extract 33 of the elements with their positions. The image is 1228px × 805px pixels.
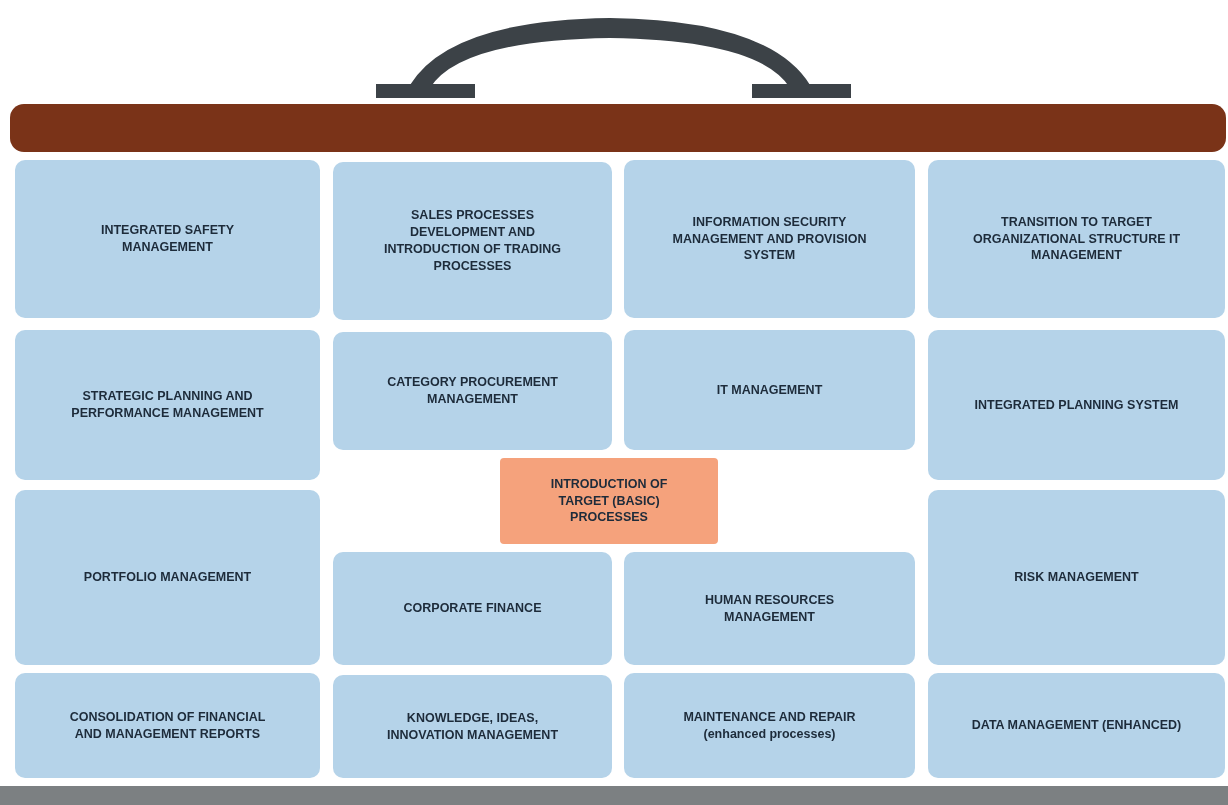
box-label: CATEGORY PROCUREMENT MANAGEMENT [386,374,559,408]
process-box [624,160,915,318]
box-label: CORPORATE FINANCE [403,600,542,617]
box-label: STRATEGIC PLANNING AND PERFORMANCE MANAGEMENT [70,388,265,422]
process-box [928,673,1225,778]
process-box [333,332,612,450]
box-label: SALES PROCESSES DEVELOPMENT AND INTRODUCTION OF TRADING PROCESSES [382,207,563,275]
box-label: IT MANAGEMENT [716,381,823,399]
box-label: RISK MANAGEMENT [1014,569,1139,586]
box-label: MAINTENANCE AND REPAIR (enhanced processes) [682,708,857,743]
process-box [624,552,915,665]
process-box [928,330,1225,480]
box-label: HUMAN RESOURCES MANAGEMENT [703,591,836,626]
process-box [333,675,612,778]
process-box [15,330,320,480]
box-label: CONSOLIDATION OF FINANCIAL AND MANAGEMENT REPORTS [68,708,267,743]
box-label: TRANSITION TO TARGET ORGANIZATIONAL STRUCTURE IT MANAGEMENT [971,213,1182,265]
box-label: INTEGRATED PLANNING SYSTEM [974,396,1179,414]
box-label: KNOWLEDGE, IDEAS, INNOVATION MANAGEMENT [385,709,560,744]
process-box [15,673,320,778]
process-box [624,330,915,450]
process-box [15,490,320,665]
box-label: DATA MANAGEMENT (ENHANCED) [971,717,1182,734]
process-box [15,160,320,318]
process-box [928,160,1225,318]
process-box [928,490,1225,665]
box-label: INFORMATION SECURITY MANAGEMENT AND PROVISION SYSTEM [671,213,868,265]
box-label: INTRODUCTION OF TARGET (BASIC) PROCESSES [549,475,669,527]
box-label: PORTFOLIO MANAGEMENT [83,569,252,586]
process-box [624,673,915,778]
process-box [333,162,612,320]
process-box [333,552,612,665]
box-label: INTEGRATED SAFETY MANAGEMENT [99,222,236,256]
